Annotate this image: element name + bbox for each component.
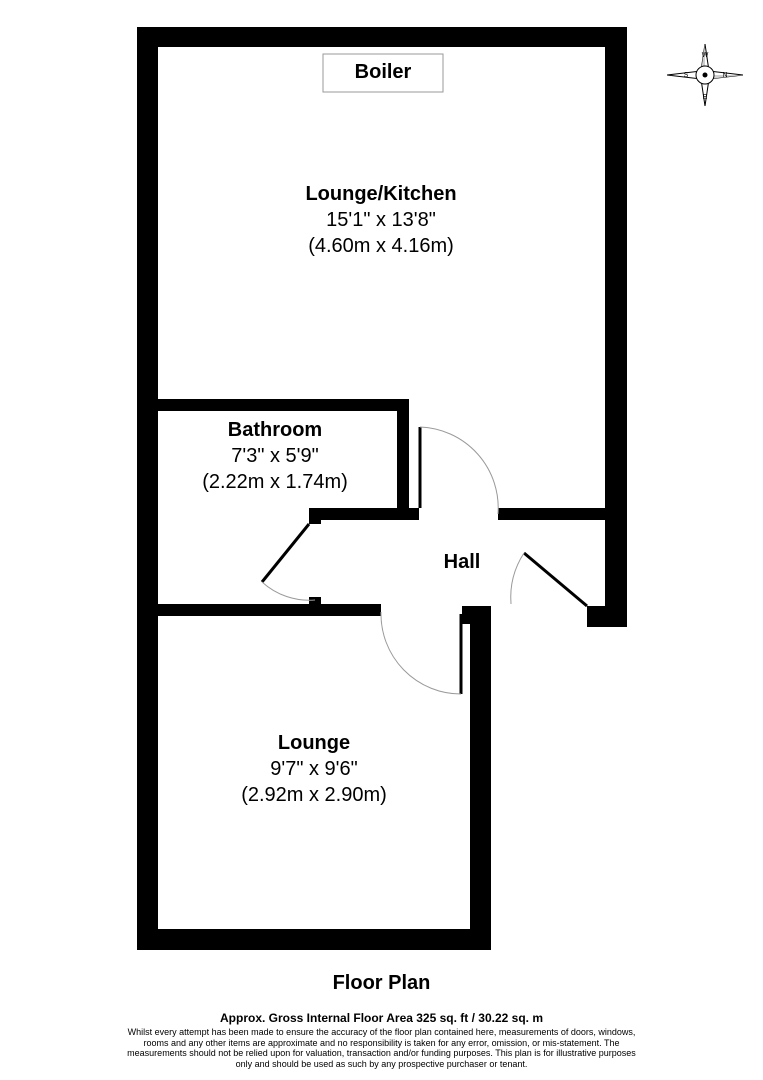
room-name: Bathroom xyxy=(227,419,323,441)
room-name: Lounge xyxy=(277,732,351,754)
compass-label-n: N xyxy=(722,72,727,79)
room-name: Hall xyxy=(443,551,481,573)
bathroom-top-wall xyxy=(158,399,409,411)
room-dimensions-metric: (2.22m x 1.74m) xyxy=(202,471,348,493)
compass-label-e: E xyxy=(703,94,708,101)
lounge-top-wall xyxy=(158,604,381,616)
disclaimer-text: Whilst every attempt has been made to en… xyxy=(127,1027,636,1069)
compass-rose-icon: W E S N xyxy=(666,43,744,111)
lounge-right-wall xyxy=(470,606,491,950)
hall-top-wall-left xyxy=(309,508,419,520)
room-label-hall: Hall xyxy=(444,549,481,575)
outer-wall-top-and-right xyxy=(137,27,627,627)
compass-label-s: S xyxy=(684,72,689,79)
outer-wall-bottom xyxy=(137,929,491,950)
bathroom-door-jamb-top xyxy=(309,508,321,524)
room-name: Lounge/Kitchen xyxy=(305,183,457,205)
outer-wall-left xyxy=(137,27,158,950)
room-dimensions-imperial: 15'1" x 13'8" xyxy=(326,209,436,231)
entrance-door-swing xyxy=(510,552,525,605)
boiler-box xyxy=(322,53,444,93)
room-dimensions-imperial: 9'7" x 9'6" xyxy=(270,758,358,780)
room-label-lounge: Lounge 9'7" x 9'6" (2.92m x 2.90m) xyxy=(241,730,387,808)
plan-title: Floor Plan xyxy=(332,972,431,994)
entrance-door-leaf xyxy=(523,551,588,608)
bathroom-door-leaf xyxy=(260,523,311,583)
room-dimensions-imperial: 7'3" x 5'9" xyxy=(231,445,319,467)
lounge-door-swing xyxy=(380,611,462,695)
room-dimensions-metric: (2.92m x 2.90m) xyxy=(241,784,387,806)
floor-area-summary: Approx. Gross Internal Floor Area 325 sq… xyxy=(220,1011,543,1025)
room-label-lounge-kitchen: Lounge/Kitchen 15'1" x 13'8" (4.60m x 4.… xyxy=(305,181,456,259)
boiler-label: Boiler xyxy=(354,61,412,83)
compass-label-w: W xyxy=(702,52,709,59)
hall-top-wall-right xyxy=(498,508,605,520)
room-label-bathroom: Bathroom 7'3" x 5'9" (2.22m x 1.74m) xyxy=(202,417,348,495)
room-dimensions-metric: (4.60m x 4.16m) xyxy=(308,235,454,257)
bathroom-door-swing xyxy=(261,581,316,601)
lounge-right-wall-jamb xyxy=(462,606,491,624)
kitchen-door-swing xyxy=(419,426,499,515)
bathroom-right-wall xyxy=(397,399,409,508)
